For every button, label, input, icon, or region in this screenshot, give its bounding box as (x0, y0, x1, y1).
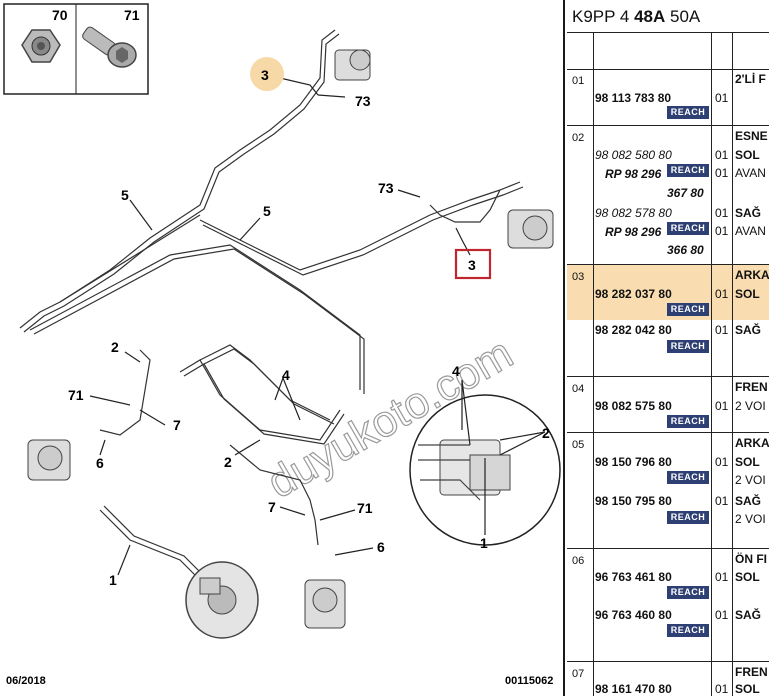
part-number[interactable]: 98 113 783 80 (595, 91, 672, 105)
parts-group-05[interactable]: 05 ARKA 98 150 796 80 01 SOL 2 VOI REACH… (567, 433, 769, 549)
brake-line-diagram: 70 71 duyukoto.com (3, 0, 565, 696)
callout-6-a: 6 (96, 455, 104, 471)
reach-badge: REACH (667, 624, 709, 637)
callout-70: 70 (52, 7, 68, 23)
callout-71: 71 (124, 7, 140, 23)
callout-1-b: 1 (109, 572, 117, 588)
parts-group-03[interactable]: 03 ARKA 98 282 037 80 01 SOL REACH 98 28… (567, 265, 769, 377)
callout-2-a: 2 (111, 339, 119, 355)
callout-7-a: 7 (173, 417, 181, 433)
footer-date: 06/2018 (6, 675, 46, 687)
callout-3-right: 3 (468, 257, 476, 273)
callout-3-top: 3 (261, 67, 269, 83)
front-caliper-right (304, 579, 346, 629)
callout-2-mid: 2 (224, 454, 232, 470)
callout-71-b: 71 (357, 500, 373, 516)
parts-group-07[interactable]: 07 FREN 98 161 470 80 01 SOL (567, 662, 769, 696)
rear-caliper-right (507, 209, 554, 249)
reach-badge: REACH (667, 222, 709, 235)
column-header (567, 33, 769, 70)
brake-pipes (19, 29, 524, 581)
callout-4-zoom: 4 (452, 363, 460, 379)
reach-badge: REACH (667, 471, 709, 484)
parts-group-02[interactable]: 02 ESNE 98 082 580 80 01 SOL RP 98 296 R… (567, 126, 769, 265)
front-caliper-left (27, 439, 71, 481)
highlight-callout-3 (250, 57, 284, 91)
reach-badge: REACH (667, 340, 709, 353)
callout-73-right: 73 (378, 180, 394, 196)
callout-71-a: 71 (68, 387, 84, 403)
panel-title: K9PP 4 48A 50A (567, 0, 769, 33)
bolt-icon (82, 26, 137, 68)
reach-badge: REACH (667, 511, 709, 524)
reach-badge: REACH (667, 415, 709, 428)
reach-badge: REACH (667, 164, 709, 177)
footer-ref: 00115062 (505, 675, 553, 687)
parts-list-panel: K9PP 4 48A 50A 01 2'Lİ F 98 113 783 80 0… (567, 0, 769, 696)
callout-5-mid: 5 (263, 203, 271, 219)
reach-badge: REACH (667, 303, 709, 316)
callout-5-left: 5 (121, 187, 129, 203)
rear-caliper-top (334, 49, 371, 81)
parts-group-04[interactable]: 04 FREN 98 082 575 80 01 2 VOI REACH (567, 377, 769, 433)
callout-73-top: 73 (355, 93, 371, 109)
callout-4-mid: 4 (282, 367, 290, 383)
callout-2-zoom: 2 (542, 425, 550, 441)
brake-disc (185, 561, 259, 639)
diagram-svg: 70 71 duyukoto.com (3, 3, 561, 687)
callout-6-b: 6 (377, 539, 385, 555)
parts-group-06[interactable]: 06 ÖN FI 96 763 461 80 01 SOL REACH 96 7… (567, 549, 769, 662)
abs-detail-circle (409, 379, 561, 546)
callout-1-zoom: 1 (480, 535, 488, 551)
selected-callout-box (454, 248, 492, 280)
reach-badge: REACH (667, 106, 709, 119)
reach-badge: REACH (667, 586, 709, 599)
parts-group-01[interactable]: 01 2'Lİ F 98 113 783 80 01 REACH (567, 69, 769, 126)
nut-icon (21, 29, 61, 63)
callout-7-b: 7 (268, 499, 276, 515)
